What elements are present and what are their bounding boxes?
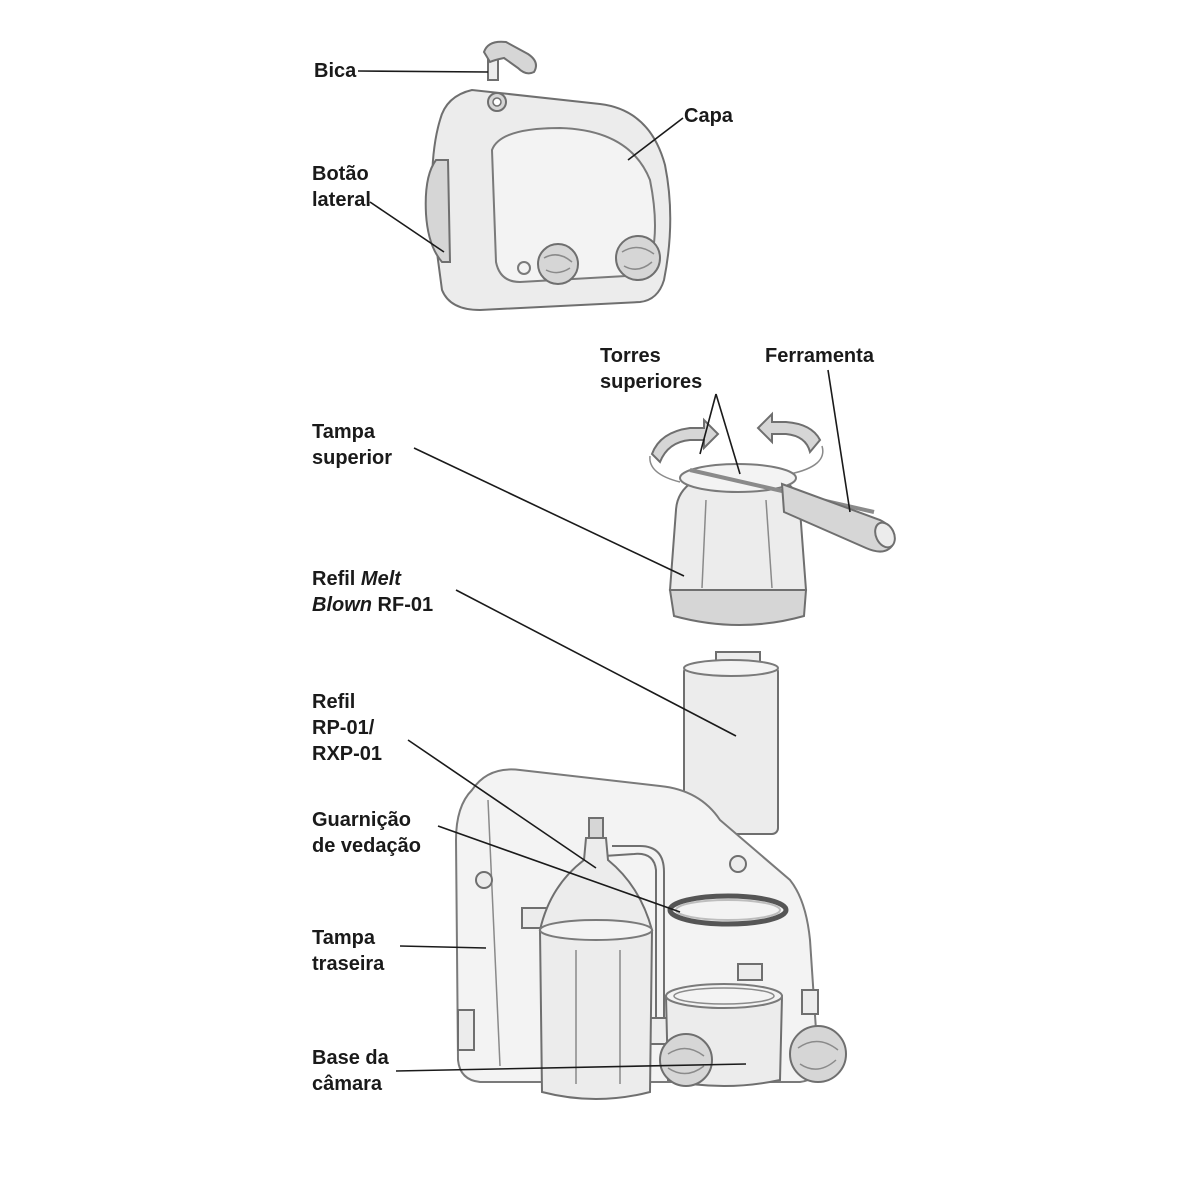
svg-text:RP-01/: RP-01/ [312,717,375,739]
base-camara [659,983,847,1087]
svg-text:Botão: Botão [312,163,369,185]
svg-text:Ferramenta: Ferramenta [765,345,875,367]
label-base-camara: Base da câmara [312,1047,390,1095]
svg-text:lateral: lateral [312,189,371,211]
label-capa: Capa [684,105,734,127]
label-refil-rp-01: Refil RP-01/ RXP-01 [312,691,382,765]
label-torres-superiores: Torres superiores [600,345,702,393]
label-tampa-traseira: Tampa traseira [312,927,385,975]
svg-text:Bica: Bica [314,60,357,82]
svg-text:Capa: Capa [684,105,734,127]
refil-melt-blown-cartridge [683,651,779,835]
refil-rp-01-cartridge [538,817,669,1100]
label-botao-lateral: Botão lateral [312,163,371,211]
label-refil-melt-blown: Refil Melt Blown RF-01 [312,568,433,616]
capa-housing [431,88,672,312]
svg-text:traseira: traseira [312,953,385,975]
bica-spout [482,40,537,81]
svg-text:Tampa: Tampa [312,421,376,443]
svg-text:superior: superior [312,447,392,469]
label-ferramenta: Ferramenta [765,345,875,367]
svg-text:de vedação: de vedação [312,835,421,857]
svg-text:Refil Melt: Refil Melt [312,568,402,590]
label-bica: Bica [314,60,357,82]
svg-text:Guarnição: Guarnição [312,809,411,831]
botao-lateral-button [424,159,452,263]
svg-text:Tampa: Tampa [312,927,376,949]
svg-text:RXP-01: RXP-01 [312,743,382,765]
svg-text:câmara: câmara [312,1073,383,1095]
leader-lines [357,70,851,1072]
svg-text:superiores: superiores [600,371,702,393]
svg-text:Base da: Base da [312,1047,390,1069]
svg-text:Refil: Refil [312,691,355,713]
svg-text:Blown RF-01: Blown RF-01 [312,594,433,616]
ferramenta-tool [689,468,896,553]
rotation-arrows [649,411,824,483]
tampa-superior-cap [668,463,808,626]
label-guarnicao: Guarnição de vedação [312,809,421,857]
label-tampa-superior: Tampa superior [312,421,392,469]
svg-text:Torres: Torres [600,345,661,367]
